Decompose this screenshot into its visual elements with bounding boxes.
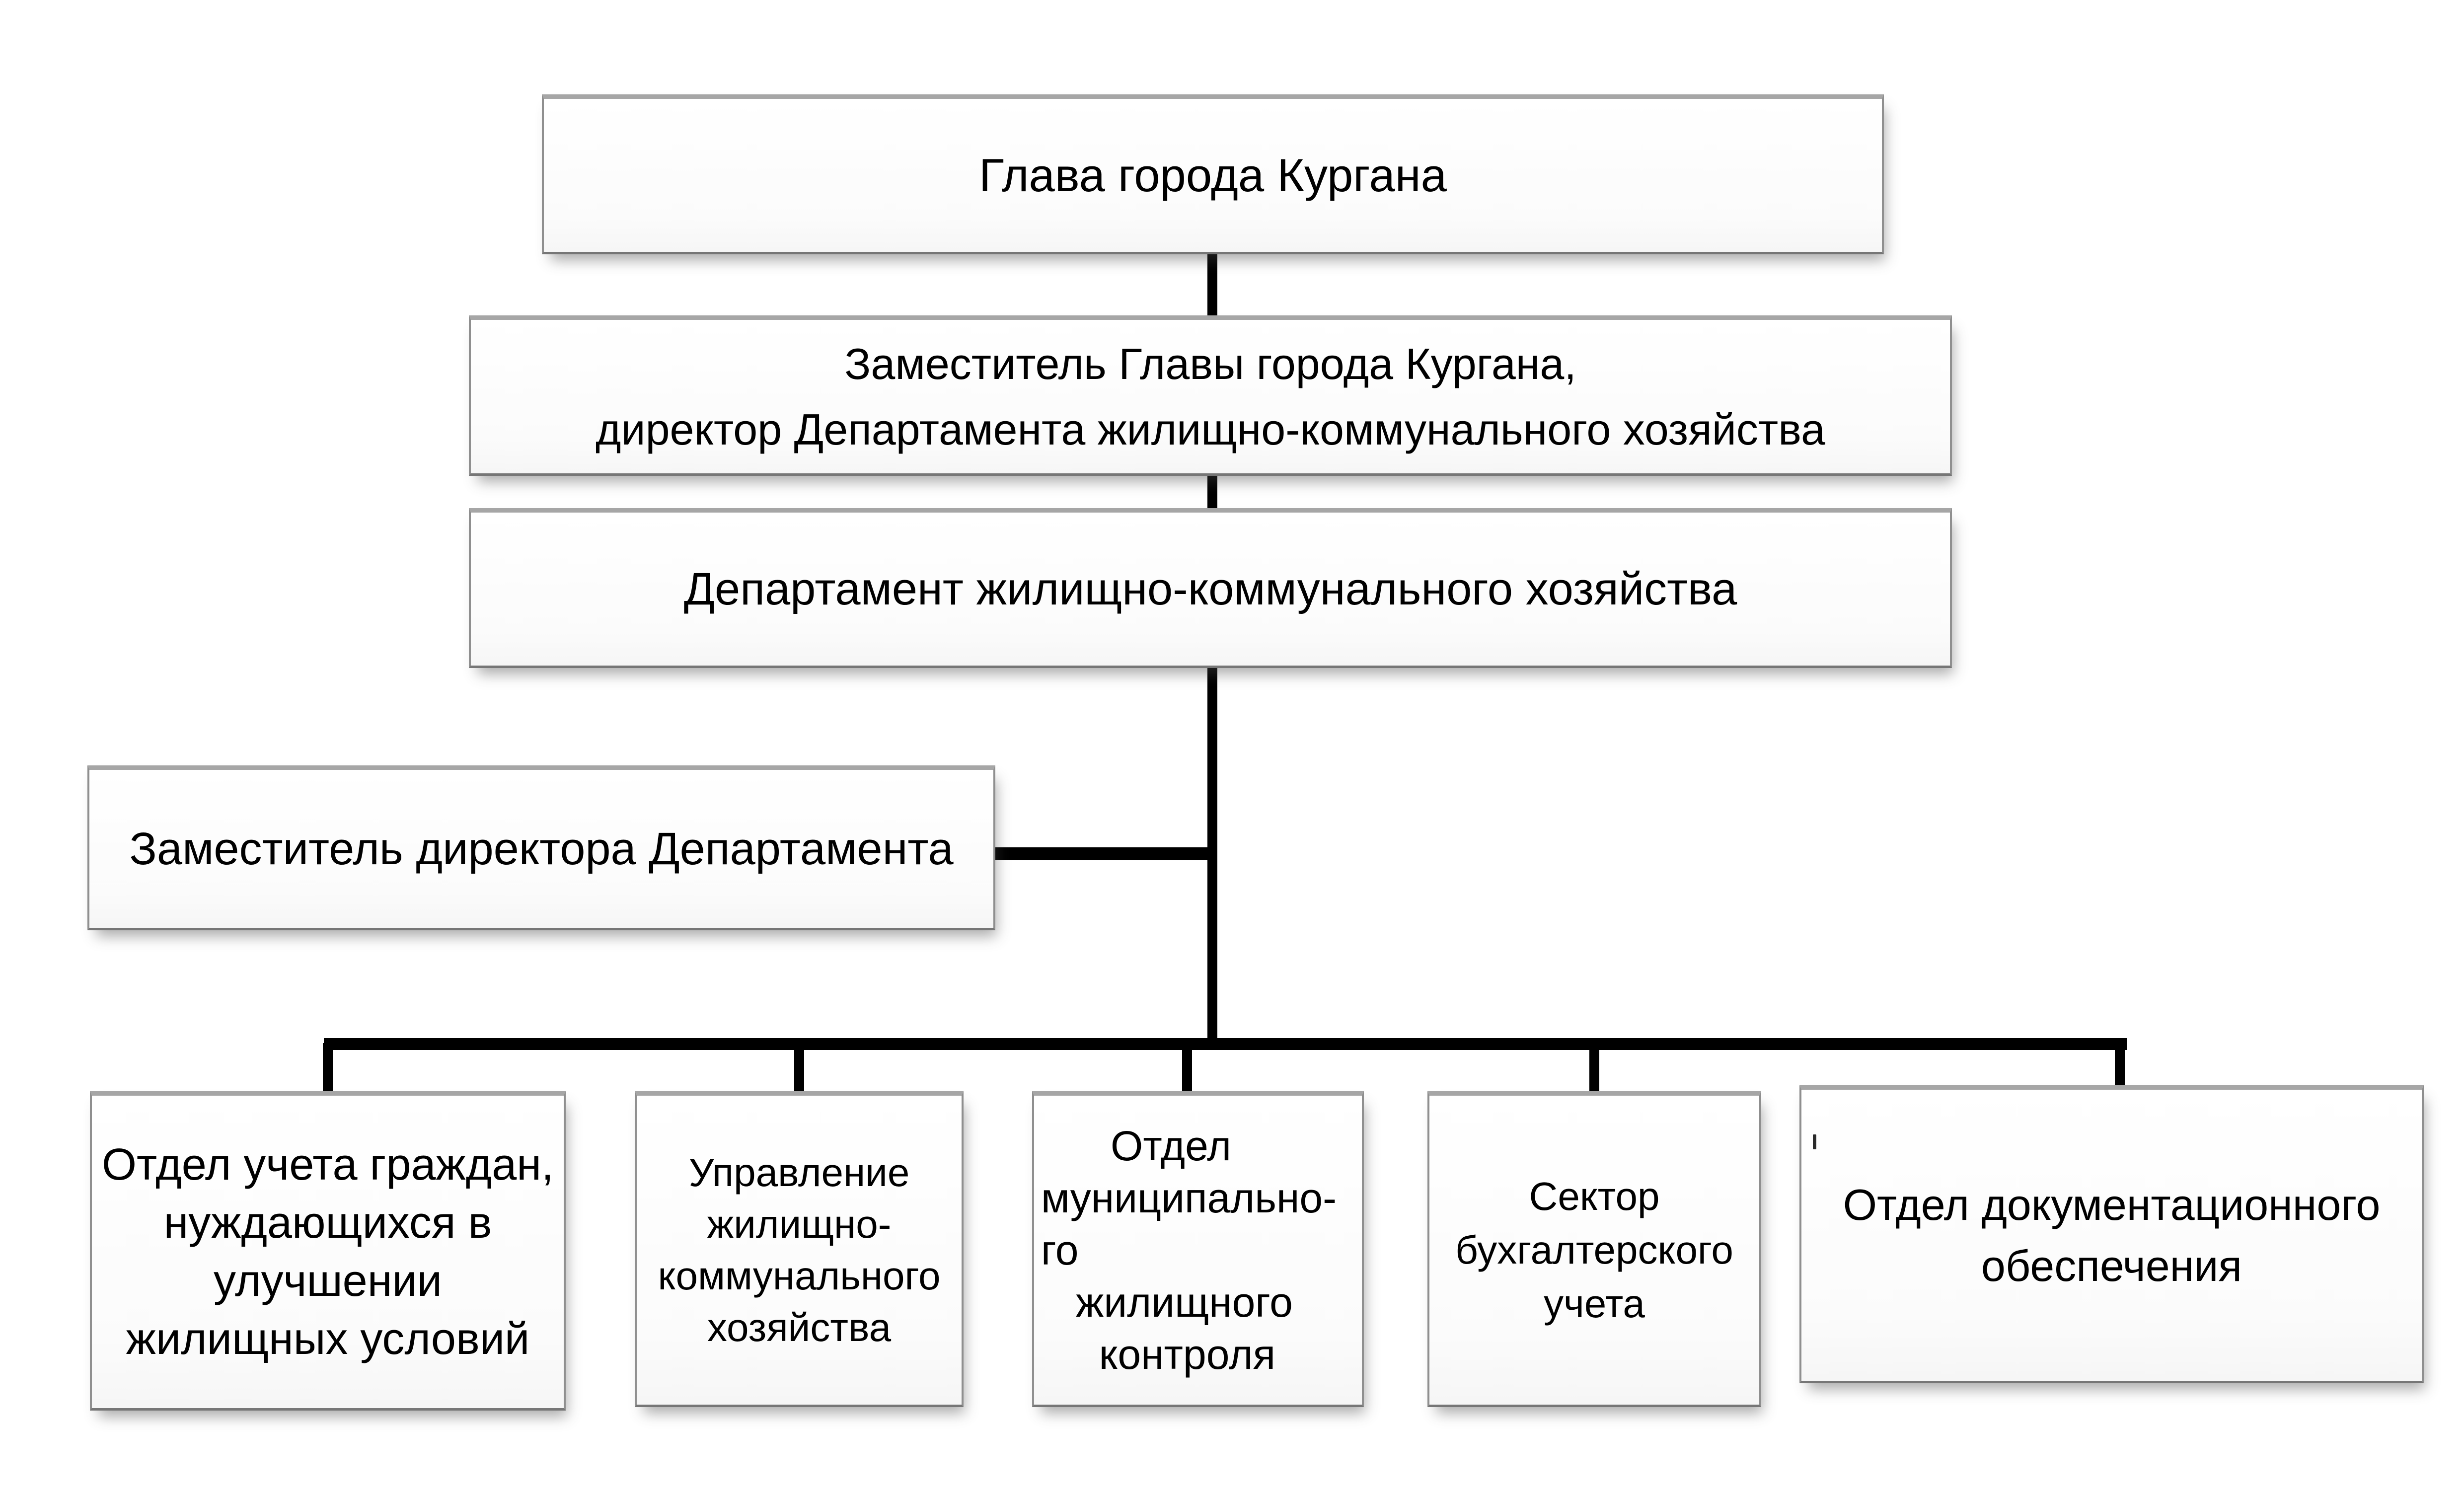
node-head-of-city: Глава города Кургана (542, 94, 1884, 254)
connector-stub-unit-accounting-sector (1589, 1043, 1599, 1098)
node-deputy-director: Заместитель директора Департамента (87, 765, 995, 930)
node-head-of-city-label: Глава города Кургана (979, 149, 1447, 201)
connector-stub-unit-municipal-housing-control (1182, 1043, 1192, 1098)
node-deputy-head-of-city: Заместитель Главы города Кургана, директ… (469, 315, 1952, 476)
node-deputy-director-label: Заместитель директора Департамента (129, 823, 954, 874)
node-department-housing-communal: Департамент жилищно-коммунального хозяйс… (469, 508, 1952, 668)
node-unit-housing-administration: Управление жилищно- коммунального хозяйс… (635, 1091, 964, 1407)
node-unit-housing-administration-label: Управление жилищно- коммунального хозяйс… (658, 1150, 941, 1349)
node-unit-accounting-sector-label: Сектор бухгалтерского учета (1455, 1174, 1733, 1326)
node-unit-citizens-registration: Отдел учета граждан, нуждающихся в улучш… (90, 1091, 566, 1411)
node-unit-documentation-support: Отдел документационного обеспечения (1799, 1085, 2424, 1383)
connector-stub-unit-citizens (323, 1043, 333, 1098)
connector-deputy-director-branch (988, 847, 1217, 860)
connector-stub-unit-housing-administration (794, 1043, 804, 1098)
stray-tick-mark (1813, 1134, 1816, 1149)
node-unit-municipal-housing-control: Отдел муниципально- го жилищного контрол… (1032, 1091, 1364, 1407)
connector-deputy-to-department (1207, 472, 1217, 513)
connector-children-bar (324, 1038, 2127, 1050)
connector-stub-unit-documentation (2115, 1043, 2125, 1098)
node-unit-documentation-support-label: Отдел документационного обеспечения (1843, 1180, 2381, 1290)
node-unit-accounting-sector: Сектор бухгалтерского учета (1427, 1091, 1761, 1407)
node-unit-municipal-housing-control-label: Отдел муниципально- го жилищного контрол… (1041, 1122, 1337, 1378)
node-deputy-head-of-city-label: Заместитель Главы города Кургана, директ… (596, 339, 1825, 454)
node-department-housing-communal-label: Департамент жилищно-коммунального хозяйс… (683, 563, 1737, 614)
node-unit-citizens-registration-label: Отдел учета граждан, нуждающихся в улучш… (102, 1139, 554, 1364)
connector-head-to-deputy (1207, 251, 1217, 320)
